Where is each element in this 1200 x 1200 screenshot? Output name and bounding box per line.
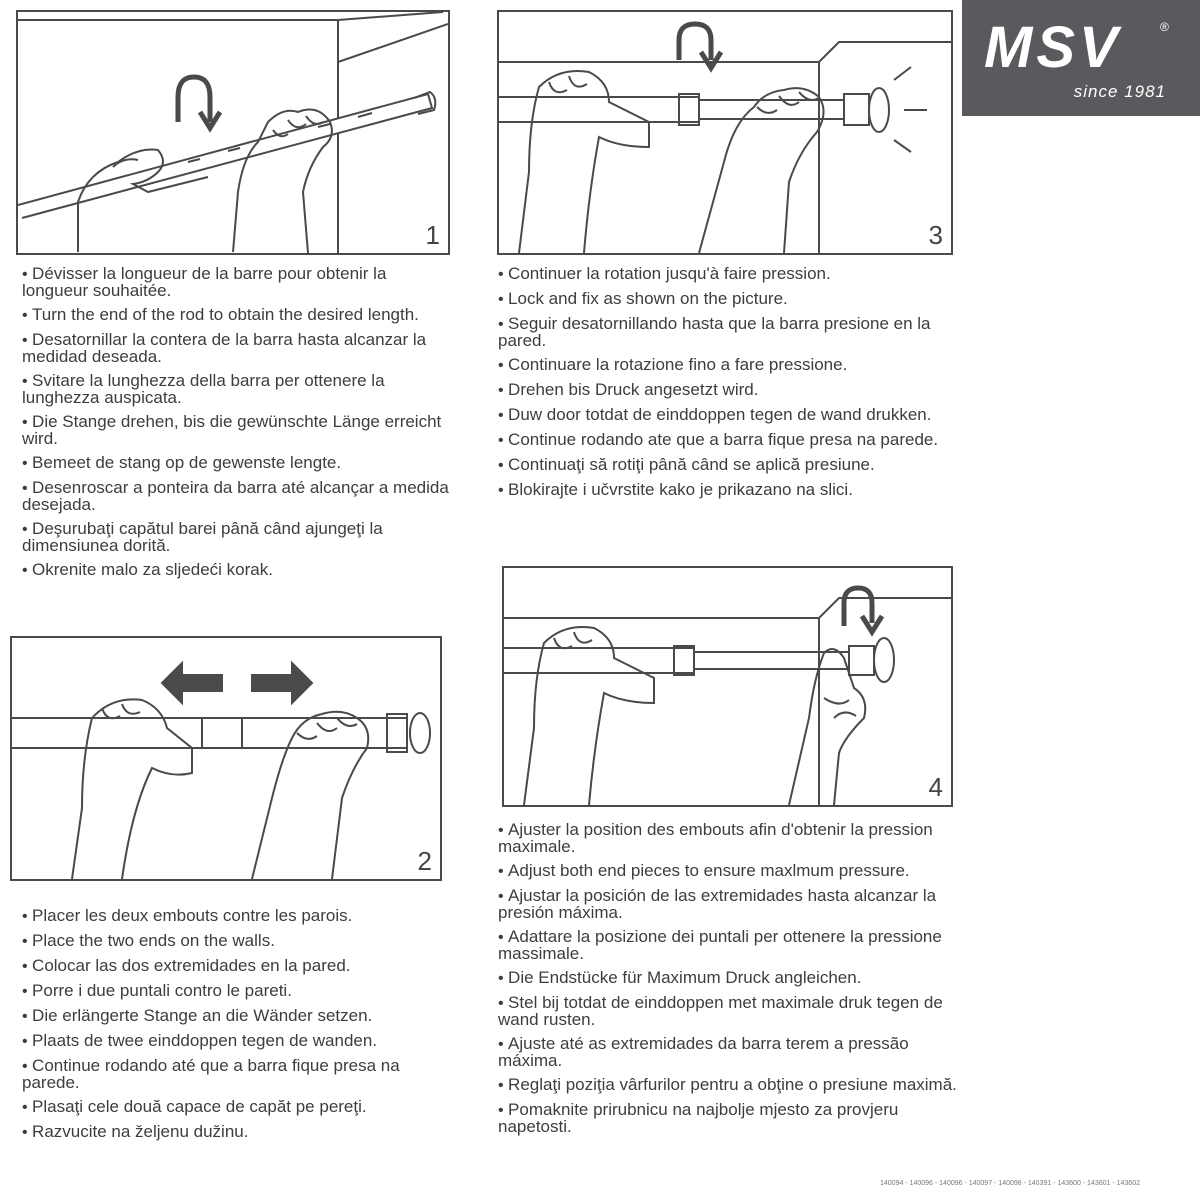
step-number: 4 [928, 772, 943, 802]
step-4-instructions: Ajuster la position des embouts afin d'o… [498, 821, 958, 1143]
step-number: 3 [928, 220, 943, 250]
step-3-instructions: Continuer la rotation jusqu'à faire pres… [498, 265, 954, 507]
instruction-line: Die erlängerte Stange an die Wänder setz… [22, 1007, 452, 1025]
instruction-line: Continuare la rotazione fino a fare pres… [498, 356, 954, 374]
step-4-illustration: 4 [502, 566, 953, 807]
step-3-illustration: 3 [497, 10, 953, 255]
instruction-line: Svitare la lunghezza della barra per ott… [22, 372, 452, 406]
step-1-illustration: 1 [16, 10, 450, 255]
instruction-line: Turn the end of the rod to obtain the de… [22, 306, 452, 324]
instruction-line: Stel bij totdat de einddoppen met maxima… [498, 994, 958, 1028]
step-1-instructions: Dévisser la longueur de la barre pour ob… [22, 265, 452, 587]
instruction-line: Plaats de twee einddoppen tegen de wande… [22, 1032, 452, 1050]
instruction-line: Continuer la rotation jusqu'à faire pres… [498, 265, 954, 283]
step-number: 2 [417, 846, 432, 876]
instruction-line: Deşurubaţi capătul barei până când ajung… [22, 520, 452, 554]
instruction-line: Place the two ends on the walls. [22, 932, 452, 950]
step-number: 1 [425, 220, 440, 250]
instruction-line: Continuaţi să rotiţi până când se aplică… [498, 456, 954, 474]
step-2-instructions: Placer les deux embouts contre les paroi… [22, 907, 452, 1149]
instruction-line: Dévisser la longueur de la barre pour ob… [22, 265, 452, 299]
brand-name: MSV [984, 15, 1122, 80]
lock-pressure-illustration [499, 21, 951, 253]
place-ends-illustration [12, 660, 431, 879]
instruction-line: Pomaknite prirubnicu na najbolje mjesto … [498, 1101, 958, 1135]
msv-logo: MSV ® since 1981 [962, 0, 1200, 116]
instruction-line: Adjust both end pieces to ensure maxlmum… [498, 862, 958, 880]
instruction-line: Placer les deux embouts contre les paroi… [22, 907, 452, 925]
instruction-line: Plasaţi cele două capace de capăt pe per… [22, 1098, 452, 1116]
rod-unscrew-illustration [18, 12, 448, 253]
instruction-line: Continue rodando até que a barra fique p… [22, 1057, 452, 1091]
instruction-line: Adattare la posizione dei puntali per ot… [498, 928, 958, 962]
registered-mark: ® [1160, 20, 1169, 34]
instruction-line: Colocar las dos extremidades en la pared… [22, 957, 452, 975]
step-2-illustration: 2 [10, 636, 442, 881]
adjust-ends-illustration [504, 585, 951, 805]
instruction-line: Die Stange drehen, bis die gewünschte Lä… [22, 413, 452, 447]
instruction-line: Okrenite malo za sljedeći korak. [22, 561, 452, 579]
instruction-line: Seguir desatornillando hasta que la barr… [498, 315, 954, 349]
instruction-line: Continue rodando ate que a barra fique p… [498, 431, 954, 449]
brand-tagline: since 1981 [1073, 82, 1166, 101]
instruction-line: Lock and fix as shown on the picture. [498, 290, 954, 308]
instruction-line: Bemeet de stang op de gewenste lengte. [22, 454, 452, 472]
instruction-line: Die Endstücke für Maximum Druck angleich… [498, 969, 958, 987]
instruction-line: Porre i due puntali contro le pareti. [22, 982, 452, 1000]
instruction-line: Razvucite na željenu dužinu. [22, 1123, 452, 1141]
instruction-line: Desatornillar la contera de la barra has… [22, 331, 452, 365]
instruction-line: Blokirajte i učvrstite kako je prikazano… [498, 481, 954, 499]
product-reference-codes: 140094 - 140096 - 140096 - 140097 - 1400… [880, 1180, 1140, 1187]
instruction-line: Desenroscar a ponteira da barra até alca… [22, 479, 452, 513]
instruction-line: Ajuste até as extremidades da barra tere… [498, 1035, 958, 1069]
instruction-line: Drehen bis Druck angesetzt wird. [498, 381, 954, 399]
instruction-line: Ajustar la posición de las extremidades … [498, 887, 958, 921]
instruction-line: Reglaţi poziţia vârfurilor pentru a obţi… [498, 1076, 958, 1094]
instruction-line: Ajuster la position des embouts afin d'o… [498, 821, 958, 855]
instruction-line: Duw door totdat de einddoppen tegen de w… [498, 406, 954, 424]
